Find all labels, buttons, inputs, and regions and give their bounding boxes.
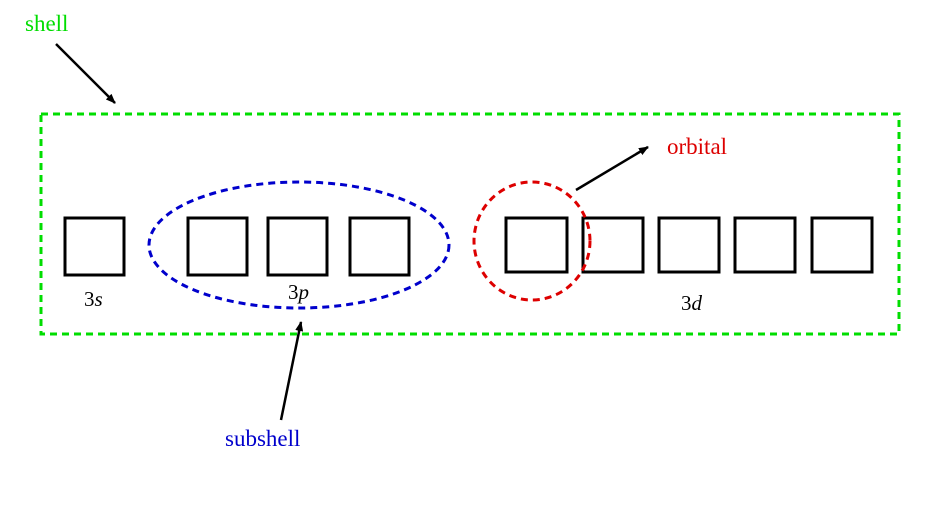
orbital-circle bbox=[472, 180, 592, 302]
subshell-ellipse bbox=[147, 180, 451, 310]
orbital-box-3d-3 bbox=[657, 216, 721, 274]
shell-label: shell bbox=[25, 11, 68, 36]
subshell-arrow bbox=[279, 321, 304, 421]
orbital-box-3d-1 bbox=[504, 216, 569, 274]
subshell-3s-label: 3s bbox=[84, 287, 103, 311]
orbital-label: orbital bbox=[667, 134, 727, 159]
subshell-3d-label: 3d bbox=[681, 291, 703, 315]
orbital-box-3p-1 bbox=[186, 216, 249, 277]
orbital-box-3d-2 bbox=[581, 216, 645, 274]
subshell-3p-label: 3p bbox=[288, 280, 309, 304]
orbital-arrow bbox=[575, 145, 649, 192]
orbital-box-3s bbox=[63, 216, 126, 277]
orbital-box-3d-5 bbox=[810, 216, 874, 274]
shell-arrow bbox=[55, 43, 116, 104]
orbital-box-3p-2 bbox=[266, 216, 329, 277]
orbital-box-3d-4 bbox=[733, 216, 797, 274]
shell-boundary bbox=[39, 112, 901, 336]
subshell-label: subshell bbox=[225, 426, 300, 451]
orbital-box-3p-3 bbox=[348, 216, 411, 277]
